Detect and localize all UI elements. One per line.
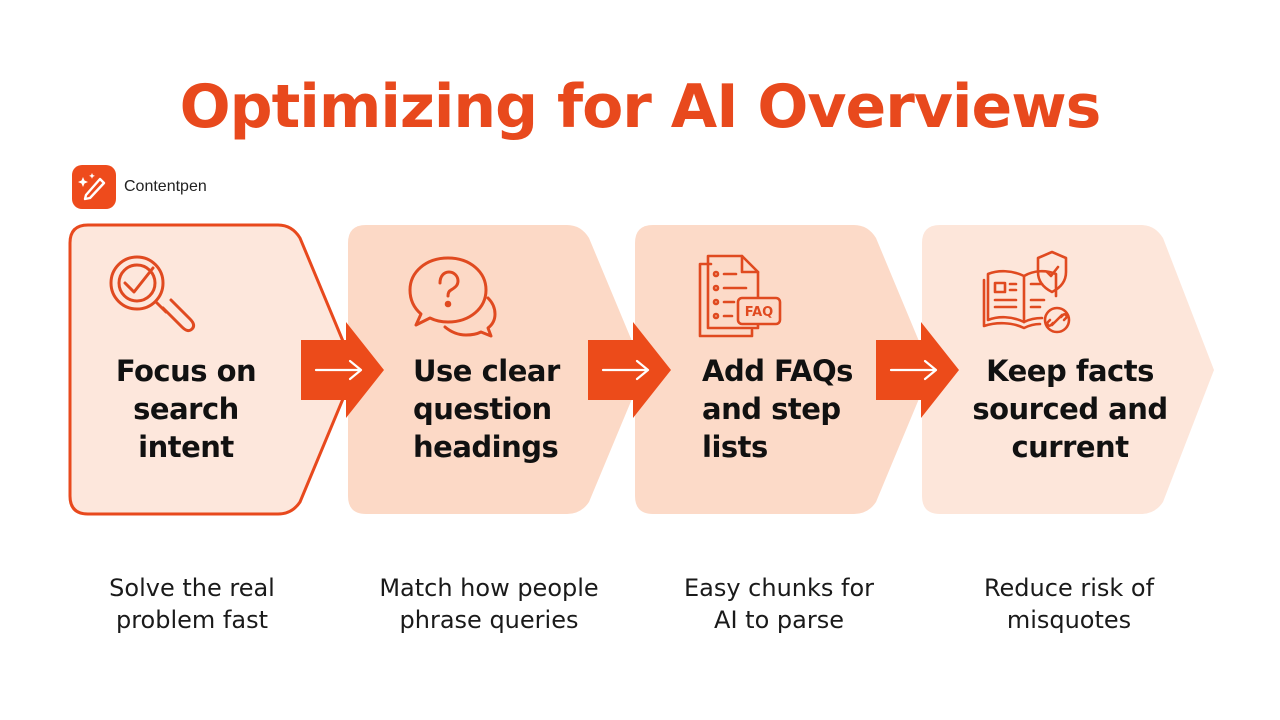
svg-text:FAQ: FAQ: [745, 305, 774, 320]
pen-sparkle-icon: [72, 165, 116, 209]
step-caption-1: Solve the real problem fast: [109, 574, 275, 634]
step-card-1: [68, 223, 357, 516]
arrow-icon: [301, 322, 384, 418]
faq-document-icon: FAQ: [698, 254, 782, 338]
step-heading-1: Focus on search intent: [115, 354, 257, 464]
step-heading-4: Keep facts sourced and current: [972, 354, 1168, 464]
brand: Contentpen: [72, 165, 207, 209]
magnifier-check-icon: [109, 255, 196, 333]
arrow-icon: [876, 322, 959, 418]
brand-name: Contentpen: [124, 178, 207, 195]
arrow-icon: [588, 322, 671, 418]
book-shield-link-icon: [982, 250, 1071, 334]
page-title: Optimizing for AI Overviews: [179, 72, 1102, 142]
step-caption-3: Easy chunks for AI to parse: [683, 574, 875, 634]
step-card-4: [922, 225, 1214, 514]
step-card-2: [348, 225, 644, 514]
step-caption-2: Match how people phrase queries: [379, 574, 599, 634]
step-caption-4: Reduce risk of misquotes: [983, 574, 1155, 634]
step-heading-2: Use clear question headings: [413, 354, 560, 464]
step-heading-3: Add FAQs and step lists: [702, 354, 853, 464]
question-bubble-icon: [408, 256, 497, 338]
